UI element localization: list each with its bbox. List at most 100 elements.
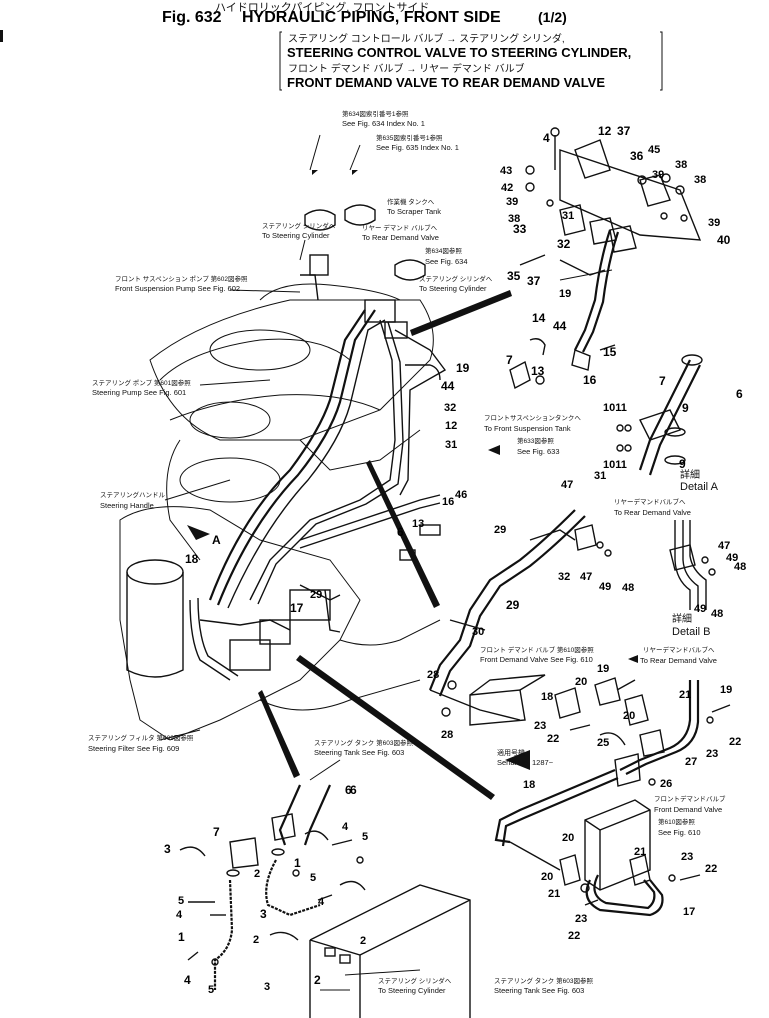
upper-elbow-2 bbox=[344, 204, 376, 226]
callout-4: 4 bbox=[318, 896, 325, 908]
bolt-4-head bbox=[550, 127, 560, 137]
hub-ellipse-2 bbox=[189, 401, 271, 439]
nut-43 bbox=[525, 165, 535, 175]
detail-a-washer-4 bbox=[624, 444, 632, 452]
callout-21: 21 bbox=[634, 846, 646, 858]
pipe-main-2 bbox=[216, 309, 376, 606]
pipe-19-upper bbox=[574, 229, 612, 351]
callout-29: 29 bbox=[506, 598, 520, 612]
callout-26: 26 bbox=[660, 778, 672, 790]
subtitle-bracket-left bbox=[279, 31, 282, 91]
detail-b-nut bbox=[708, 568, 716, 576]
pipe-return-2 bbox=[257, 321, 404, 605]
callout-1011: 1011 bbox=[603, 402, 627, 414]
callout-48: 48 bbox=[711, 608, 723, 620]
figure-header: ハイドロリックパイピング, フロントサイド Fig. 632 HYDRAULIC… bbox=[0, 0, 663, 91]
ref-front-susp-tank-jp: フロントサスペンションタンクへ bbox=[484, 413, 581, 422]
leader-arrowhead-2 bbox=[352, 170, 358, 175]
bracket-plate bbox=[559, 149, 702, 241]
detail-a-pipe-2 bbox=[648, 364, 701, 476]
pipe-cross-2 bbox=[299, 502, 441, 549]
ref-steer-tank-en: Steering Tank See Fig. 603 bbox=[314, 748, 404, 757]
callout-43: 43 bbox=[500, 165, 512, 177]
bolt-22c bbox=[679, 874, 701, 881]
ref-steer-pump-jp: ステアリング ポンプ 第601図参照 bbox=[92, 378, 191, 387]
ref-front-demand-en: Front Demand Valve See Fig. 610 bbox=[480, 655, 593, 664]
ref-handle-en: Steering Handle bbox=[100, 501, 154, 510]
callout-33: 33 bbox=[513, 222, 527, 236]
callout-39: 39 bbox=[652, 169, 664, 181]
front-demand-valve-block bbox=[289, 589, 331, 621]
ref-front-demand-jp: フロント デマンド バルブ 第610図参照 bbox=[480, 645, 594, 654]
washer-23c bbox=[668, 874, 676, 882]
ref-steer-cyl-3-en: To Steering Cylinder bbox=[378, 986, 446, 995]
callout-2: 2 bbox=[253, 934, 259, 946]
callout-23: 23 bbox=[534, 720, 546, 732]
callout-22: 22 bbox=[568, 930, 580, 942]
callout-4: 4 bbox=[342, 821, 349, 833]
pipe-main-1 bbox=[208, 309, 366, 601]
leader-steer-pump bbox=[199, 379, 271, 386]
flange-7a bbox=[229, 837, 259, 869]
flange-20 bbox=[594, 677, 621, 706]
oring-2a bbox=[226, 869, 240, 877]
callout-18: 18 bbox=[523, 779, 535, 791]
callout-42: 42 bbox=[501, 182, 513, 194]
clamp-20 bbox=[639, 729, 665, 757]
callout-37: 37 bbox=[527, 274, 541, 288]
ref-fig610-en: See Fig. 610 bbox=[658, 828, 701, 837]
callout-32: 32 bbox=[558, 571, 570, 583]
washer-39a bbox=[546, 199, 554, 207]
detail-a-washer-1 bbox=[616, 424, 624, 432]
bolt-4a bbox=[331, 839, 353, 846]
callout-19: 19 bbox=[559, 288, 571, 300]
callout-47: 47 bbox=[718, 540, 730, 552]
pipe-stub-19 bbox=[616, 679, 636, 691]
ref-rear-demand-1-jp: リヤー デマンド バルブへ bbox=[362, 223, 438, 232]
engine-contour-3 bbox=[166, 439, 201, 561]
ref-rear-demand-2-jp: リヤーデマンドバルブへ bbox=[614, 497, 686, 506]
callout-28: 28 bbox=[441, 729, 453, 741]
ref-rear-demand-3-jp: リヤーデマンドバルブへ bbox=[643, 645, 715, 654]
leader-wedge-4 bbox=[296, 655, 495, 800]
pipe-main-3 bbox=[227, 319, 386, 609]
callout-5: 5 bbox=[178, 895, 184, 907]
figure-title: HYDRAULIC PIPING, FRONT SIDE bbox=[242, 9, 501, 26]
callout-39: 39 bbox=[708, 217, 720, 229]
washer-49 bbox=[596, 541, 604, 549]
callout-31: 31 bbox=[562, 210, 574, 222]
ref-steer-cyl-2-en: To Steering Cylinder bbox=[419, 284, 487, 293]
clamp-31 bbox=[559, 204, 586, 236]
pipe-6-b bbox=[303, 784, 332, 846]
leader-wedge-3 bbox=[258, 690, 300, 778]
callout-1: 1 bbox=[294, 856, 301, 870]
fitting-7a bbox=[509, 360, 531, 390]
callout-31: 31 bbox=[594, 470, 606, 482]
front-demand-valve-box-2-edge bbox=[584, 809, 651, 831]
ref-steer-filter-en: Steering Filter See Fig. 609 bbox=[88, 744, 179, 753]
ref-fig634b-jp: 第634図参照 bbox=[425, 246, 462, 255]
flange-7b bbox=[271, 813, 296, 841]
callout-2: 2 bbox=[314, 973, 321, 987]
leader-arrowhead-1 bbox=[312, 170, 318, 175]
steering-tank-outline bbox=[309, 884, 471, 1018]
callout-23: 23 bbox=[706, 748, 718, 760]
steering-filter-top bbox=[126, 559, 184, 585]
callout-39: 39 bbox=[506, 196, 518, 208]
callout-6: 6 bbox=[736, 387, 743, 401]
elbow-3c bbox=[269, 931, 299, 941]
flange-block bbox=[259, 619, 291, 645]
detail-a-washer-2 bbox=[624, 424, 632, 432]
callout-40: 40 bbox=[717, 233, 731, 247]
leader-filter bbox=[159, 729, 201, 741]
ref-fig635-en: See Fig. 635 Index No. 1 bbox=[376, 143, 459, 152]
callout-19: 19 bbox=[597, 663, 609, 675]
callout-22: 22 bbox=[729, 736, 741, 748]
reference-labels: 第634図索引番号1参照 See Fig. 634 Index No. 1 第6… bbox=[88, 109, 726, 995]
engine-contour-2 bbox=[169, 394, 381, 421]
pipe-6-a bbox=[278, 784, 302, 846]
callout-3: 3 bbox=[260, 907, 267, 921]
callout-30: 30 bbox=[472, 626, 484, 638]
callout-17: 17 bbox=[290, 601, 304, 615]
